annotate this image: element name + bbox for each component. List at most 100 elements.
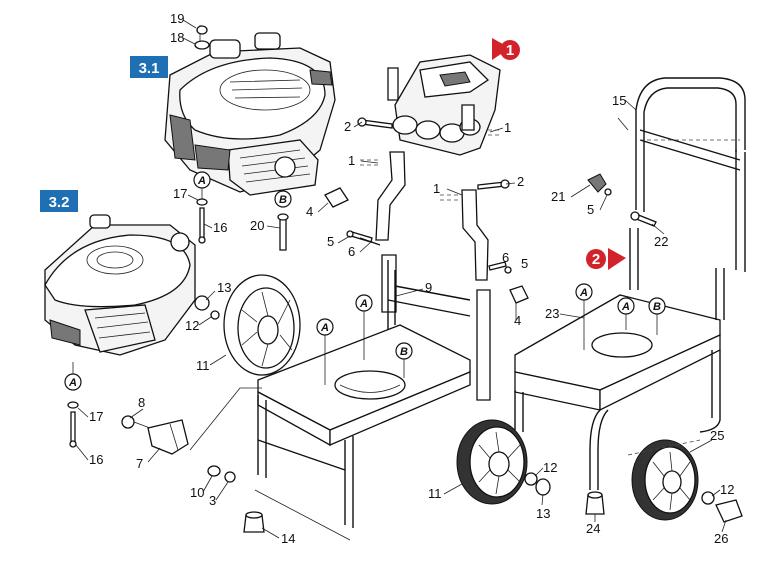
svg-text:2: 2 [592,251,600,268]
label-20: 20 [250,218,264,233]
ref-mark-a: A [575,283,593,301]
part-7-bracket [147,419,189,455]
svg-text:A: A [197,175,206,187]
label-15: 15 [612,93,626,108]
part-5-screw [504,266,512,274]
label-12: 12 [185,318,199,333]
part-12-washer [210,310,220,320]
label-2: 2 [344,119,351,134]
part-3-nut [224,471,236,483]
label-12: 12 [720,482,734,497]
frame-center [254,260,471,541]
svg-text:A: A [621,301,630,313]
part-6-bolt [488,261,507,271]
svg-text:B: B [279,194,287,206]
label-10: 10 [190,485,204,500]
label-11: 11 [196,358,210,373]
part-19-nut [196,25,208,35]
label-1: 1 [348,153,355,168]
leader-lines [75,19,727,539]
wheel-center [456,419,528,505]
label-13: 13 [536,506,550,521]
label-18: 18 [170,30,184,45]
label-9: 9 [425,280,432,295]
label-5: 5 [587,202,594,217]
part-5-washer [604,188,612,196]
label-16: 16 [213,220,227,235]
label-17: 17 [89,409,103,424]
ref-mark-a: A [193,171,211,189]
part-13-cap [194,295,210,311]
handle-tube-right [461,104,491,401]
part-17-washer [67,401,79,409]
label-12: 12 [543,460,557,475]
label-26: 26 [714,531,728,546]
label-13: 13 [217,280,231,295]
part-16-bolt [199,207,205,239]
part-10-washer [207,465,221,477]
section-badge-3-1: 3.1 [130,56,168,78]
label-3: 3 [209,493,216,508]
label-24: 24 [586,521,600,536]
ref-mark-b: B [274,190,292,208]
callout-labels: 19 18 17 16 20 2 1 1 1 2 4 5 6 9 6 5 4 1… [89,11,734,546]
svg-text:A: A [68,377,77,389]
svg-text:1: 1 [506,42,514,59]
label-4: 4 [514,313,521,328]
variant-marker-1: 1 [492,38,520,60]
part-26-cap [715,499,743,523]
part-18-washer [194,40,210,50]
ref-mark-a: A [64,373,82,391]
engine-3-2 [44,214,196,356]
svg-text:B: B [653,301,661,313]
label-7: 7 [136,456,143,471]
label-23: 23 [545,306,559,321]
label-6: 6 [502,250,509,265]
label-11: 11 [428,486,442,501]
label-21: 21 [551,189,565,204]
label-25: 25 [710,428,724,443]
frame-right [514,77,746,490]
label-5: 5 [327,234,334,249]
part-4-bushing [324,187,349,208]
label-2: 2 [517,174,524,189]
part-21-knob [587,173,607,193]
part-17-washer [196,198,208,206]
ref-mark-a: A [355,294,373,312]
svg-text:A: A [579,287,588,299]
ref-mark-b: B [648,297,666,315]
badge-3-1-text: 3.1 [139,60,160,77]
label-4: 4 [306,204,313,219]
label-14: 14 [281,531,295,546]
variant-marker-2: 2 [586,248,626,270]
part-12-washer [524,472,538,486]
part-4-bushing [509,285,529,304]
wheel-left [223,274,301,376]
label-1: 1 [433,181,440,196]
badge-3-2-text: 3.2 [49,194,70,211]
label-16: 16 [89,452,103,467]
wheel-right [631,439,699,521]
part-12-washer [701,491,715,505]
label-19: 19 [170,11,184,26]
section-badge-3-2: 3.2 [40,190,78,212]
ref-mark-b: B [395,342,413,360]
part-8-knob [121,415,135,429]
svg-text:A: A [359,298,368,310]
label-6: 6 [348,244,355,259]
svg-text:A: A [320,322,329,334]
label-5: 5 [521,256,528,271]
ref-mark-a: A [316,318,334,336]
label-1: 1 [504,120,511,135]
handle-tube-left [375,67,406,313]
label-17: 17 [173,186,187,201]
label-22: 22 [654,234,668,249]
part-13-cap [535,478,551,496]
label-8: 8 [138,395,145,410]
svg-text:B: B [400,346,408,358]
handle-panel [392,54,501,156]
part-20-bolt [279,217,287,251]
part-16-bolt [70,411,76,443]
engine-3-1 [164,25,336,196]
